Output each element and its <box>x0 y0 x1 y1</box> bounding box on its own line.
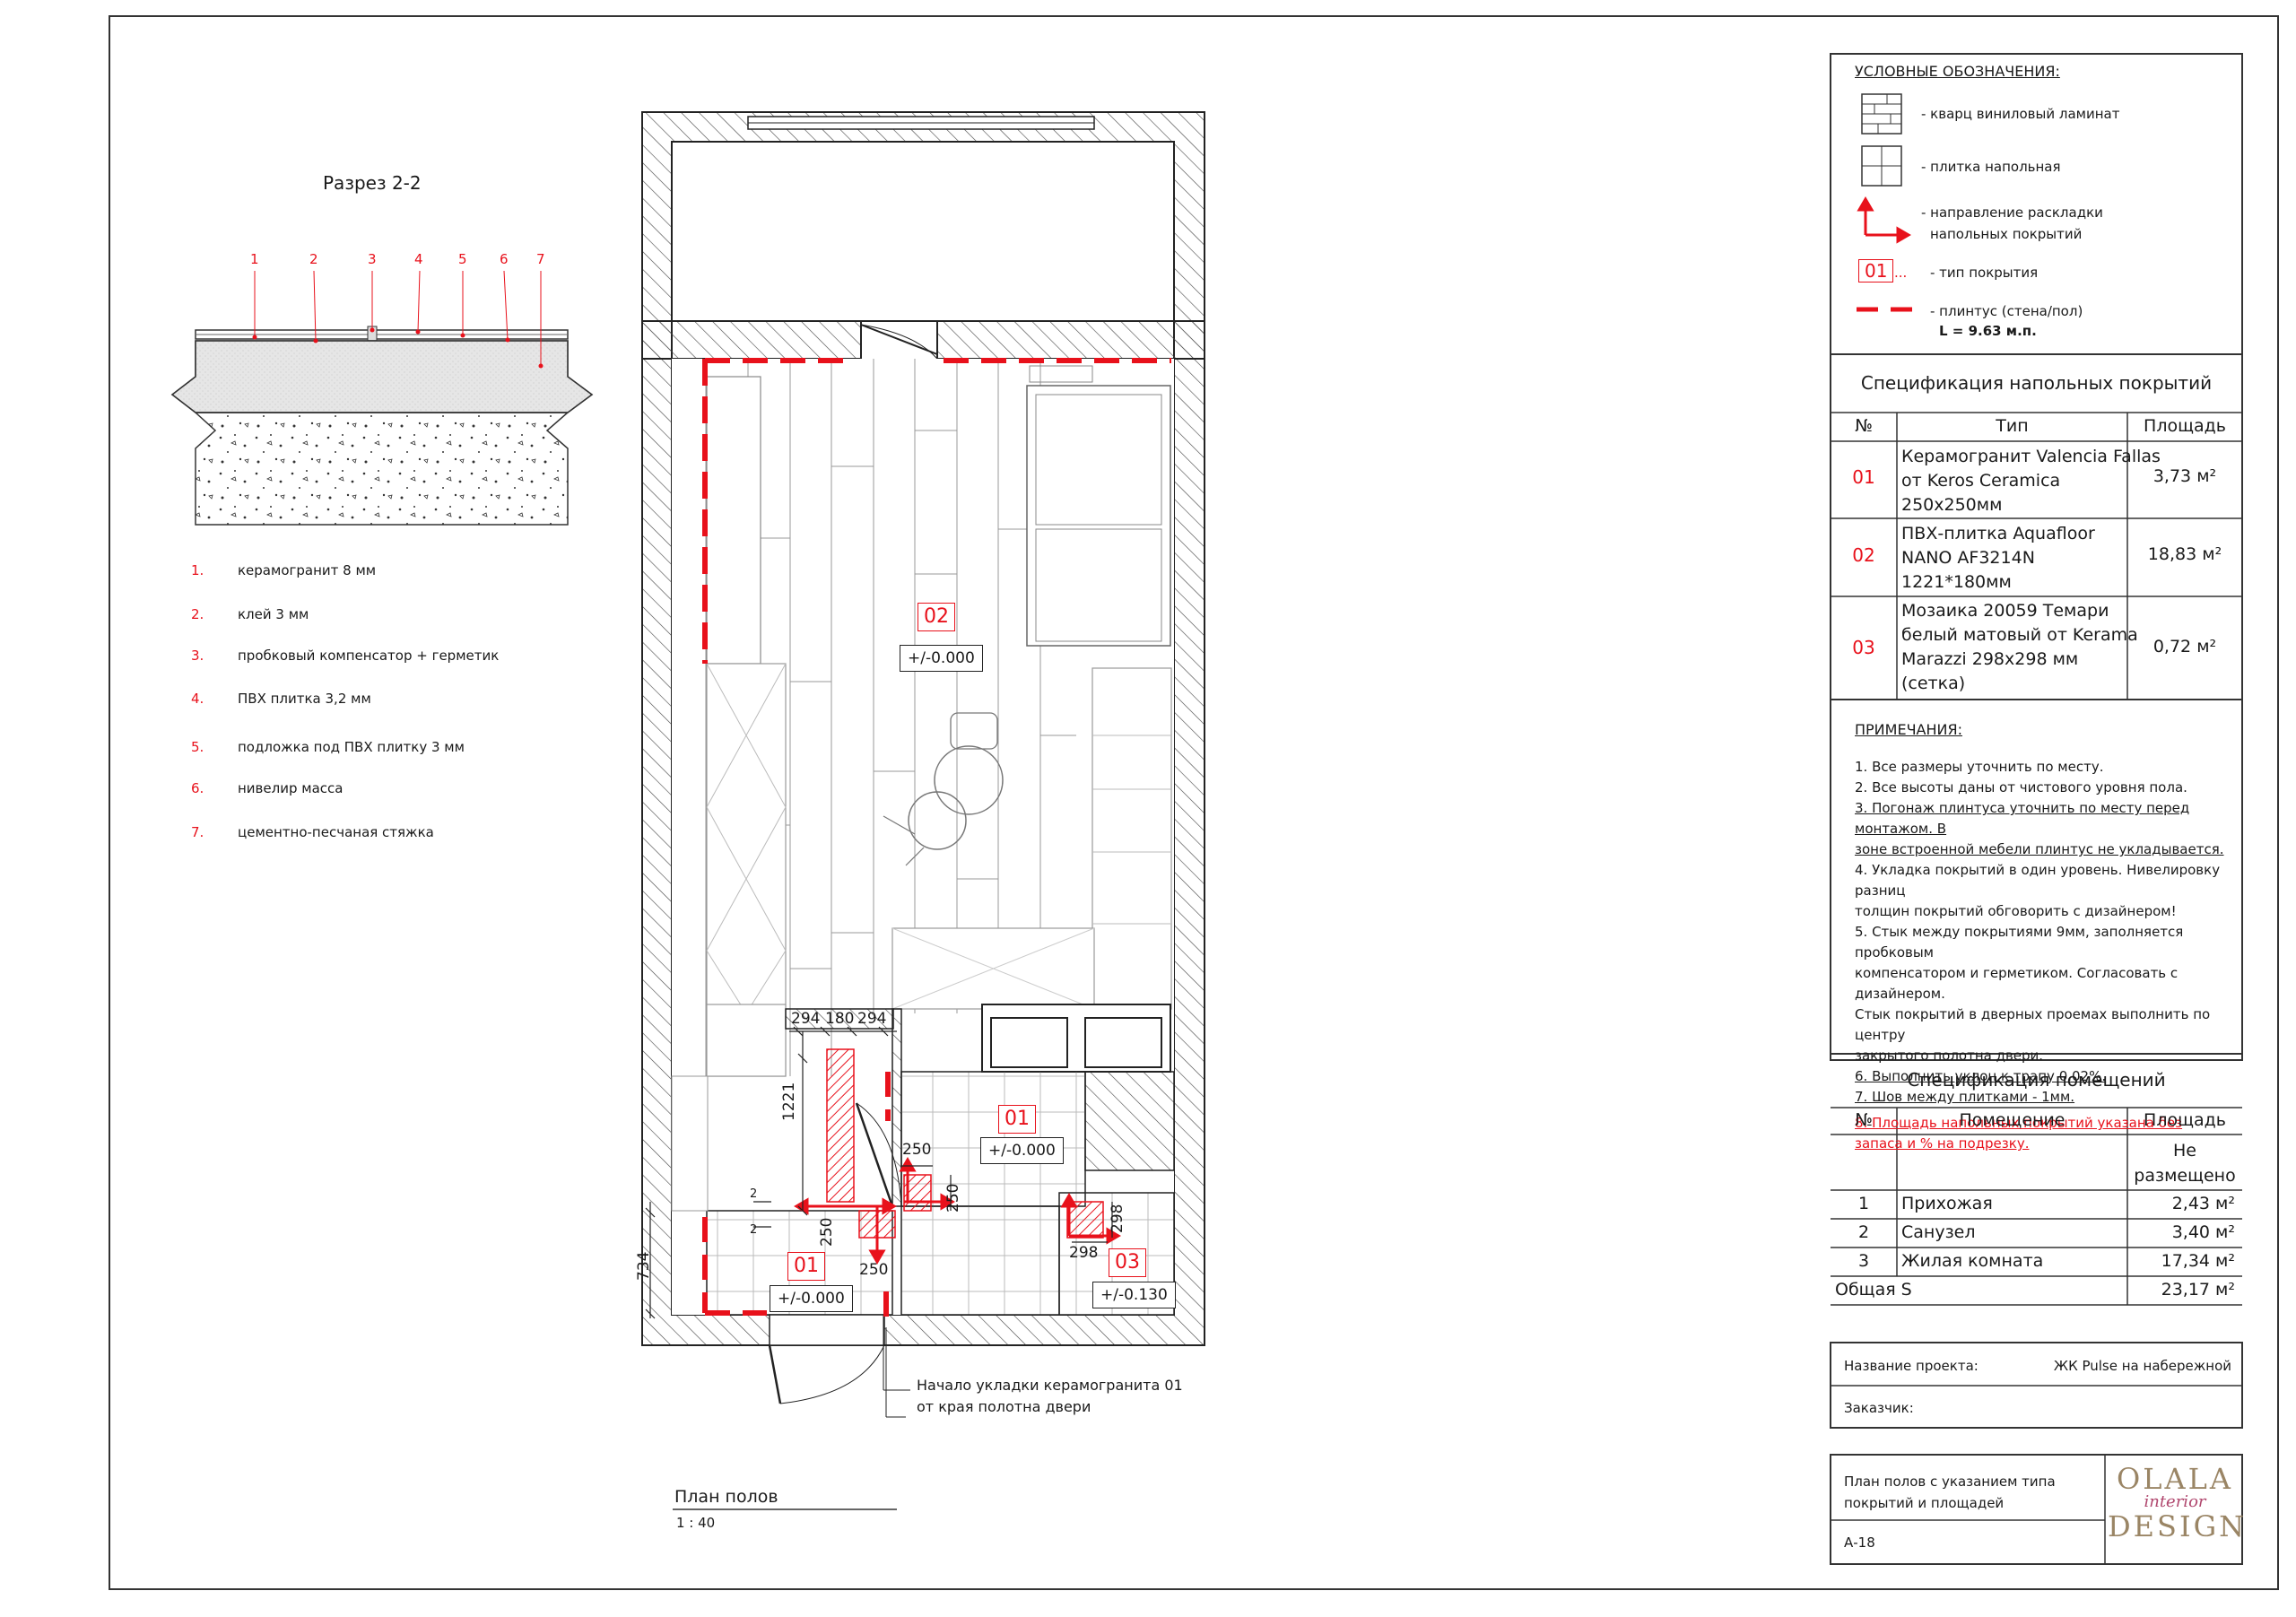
legend-title: УСЛОВНЫЕ ОБОЗНАЧЕНИЯ: <box>1855 63 2060 80</box>
room-spec-header-area: Площадь <box>2144 1110 2226 1130</box>
section-callout-2: 2 <box>309 251 318 267</box>
dim-298-vertical: 298 <box>1109 1204 1126 1233</box>
sheet-number: А-18 <box>1844 1534 1875 1551</box>
client-label: Заказчик: <box>1844 1400 1914 1416</box>
room-spec-header-room: Помещение <box>1959 1110 2066 1130</box>
notes-title: ПРИМЕЧАНИЯ: <box>1855 721 1962 738</box>
legend-tile: - плитка напольная <box>1921 159 2061 175</box>
room-total-area: 23,17 м² <box>2161 1280 2235 1300</box>
legend-covering-type: - тип покрытия <box>1930 265 2039 281</box>
sheet-title: План полов с указанием типа покрытий и п… <box>1844 1474 2056 1511</box>
layer-2-label: клей 3 мм <box>238 606 309 622</box>
dim-1221: 1221 <box>780 1082 798 1121</box>
layer-4-label: ПВХ плитка 3,2 мм <box>238 691 371 707</box>
elevation-living: +/-0.000 <box>900 645 983 672</box>
room-spec-unplaced: Не размещено <box>2134 1141 2236 1186</box>
legend-baseboard: - плинтус (стена/пол) <box>1930 303 2083 319</box>
layer-1-label: керамогранит 8 мм <box>238 562 377 578</box>
floor-spec-header-type: Тип <box>1996 416 2029 436</box>
section-callout-6: 6 <box>500 251 509 267</box>
covering-code-02: 02 <box>918 603 955 631</box>
legend-laminate: - кварц виниловый ламинат <box>1921 106 2120 122</box>
legend-tag-dots: ... <box>1894 265 1908 281</box>
plan-title: План полов <box>674 1487 778 1507</box>
sheet-frame <box>109 15 2279 1590</box>
floor-spec-header-num: № <box>1855 416 1873 436</box>
dim-298-horizontal: 298 <box>1069 1244 1099 1262</box>
studio-logo: OLALA interior DESIGN <box>2108 1462 2248 1543</box>
legend-direction: - направление раскладки напольных покрыт… <box>1921 204 2103 242</box>
dim-2-top: 2 <box>750 1187 758 1201</box>
tile-swatch-icon <box>1861 145 1902 187</box>
covering-code-01-bath: 01 <box>998 1105 1036 1134</box>
room-total-label: Общая S <box>1835 1280 1912 1300</box>
tile-start-note: Начало укладки керамогранита 01 от края … <box>917 1377 1183 1415</box>
dim-294-left: 294 <box>791 1010 821 1028</box>
covering-code-03: 03 <box>1109 1248 1146 1277</box>
layer-6-label: нивелир масса <box>238 780 344 796</box>
layout-direction-arrows <box>794 1157 1121 1265</box>
dim-734: 734 <box>635 1251 653 1281</box>
notes-list: 1. Все размеры уточнить по месту. 2. Все… <box>1855 759 2224 1152</box>
dim-250-top: 250 <box>902 1141 932 1159</box>
elevation-bath: +/-0.000 <box>980 1137 1064 1164</box>
baseboard-length: L = 9.63 м.п. <box>1939 323 2037 339</box>
dim-250-right: 250 <box>944 1183 962 1213</box>
section-callout-3: 3 <box>368 251 377 267</box>
section-drawing <box>170 270 594 526</box>
layer-3-label: пробковый компенсатор + герметик <box>238 648 500 664</box>
layout-zone <box>826 1048 855 1203</box>
layout-direction-arrow-icon <box>1857 196 1911 244</box>
section-callout-4: 4 <box>414 251 423 267</box>
baseboard-lines <box>702 358 1171 1327</box>
room-spec-header-num: № <box>1855 1110 1873 1130</box>
floor-spec-title: Спецификация напольных покрытий <box>1860 372 2213 394</box>
covering-code-01-hall: 01 <box>787 1252 825 1281</box>
dim-250-hall-vertical: 250 <box>818 1217 836 1247</box>
project-name-label: Название проекта: <box>1844 1358 1979 1374</box>
dimension-lines <box>645 1026 1113 1319</box>
floor-plan <box>641 111 1205 1418</box>
section-title: Разрез 2-2 <box>323 172 422 194</box>
section-callout-7: 7 <box>536 251 545 267</box>
layer-5-label: подложка под ПВХ плитку 3 мм <box>238 739 465 755</box>
dim-2-bottom: 2 <box>750 1223 758 1237</box>
room-spec-grid <box>1831 1107 2242 1306</box>
dim-294-right: 294 <box>857 1010 887 1028</box>
project-name-value: ЖК Pulse на набережной <box>2053 1358 2231 1374</box>
floor-spec-header-area: Площадь <box>2144 416 2226 436</box>
section-callout-5: 5 <box>458 251 467 267</box>
laminate-swatch-icon <box>1861 93 1902 135</box>
room-spec-title: Спецификация помещений <box>1907 1069 2166 1091</box>
dim-180: 180 <box>825 1010 855 1028</box>
dim-250-hall: 250 <box>859 1261 889 1279</box>
plan-scale: 1 : 40 <box>676 1515 716 1531</box>
section-callout-1: 1 <box>250 251 259 267</box>
layer-7-label: цементно-песчаная стяжка <box>238 824 434 840</box>
elevation-hall: +/-0.000 <box>770 1285 853 1312</box>
elevation-shower: +/-0.130 <box>1092 1282 1176 1308</box>
floor-spec-grid <box>1831 413 2242 700</box>
covering-type-tag-icon: 01 <box>1858 259 1894 283</box>
